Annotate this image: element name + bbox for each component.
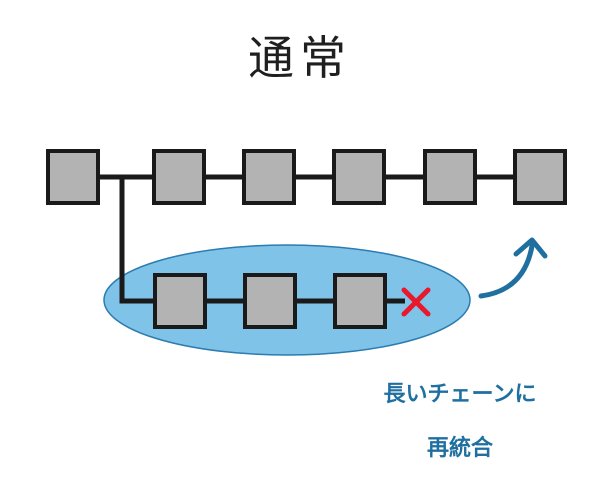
main-block — [242, 149, 296, 205]
side-block — [243, 273, 297, 329]
caption-line-1: 長いチェーンに — [383, 382, 537, 407]
main-block — [152, 149, 206, 205]
diagram-title: 通常 — [248, 31, 352, 85]
side-block — [153, 273, 207, 329]
main-block — [332, 149, 386, 205]
caption-line-2: 再統合 — [426, 436, 493, 461]
main-block — [423, 149, 477, 205]
cross-icon — [401, 287, 431, 317]
side-block — [333, 273, 387, 329]
main-block — [46, 149, 100, 205]
curved-up-arrow-icon — [478, 237, 548, 299]
main-block — [513, 149, 567, 205]
